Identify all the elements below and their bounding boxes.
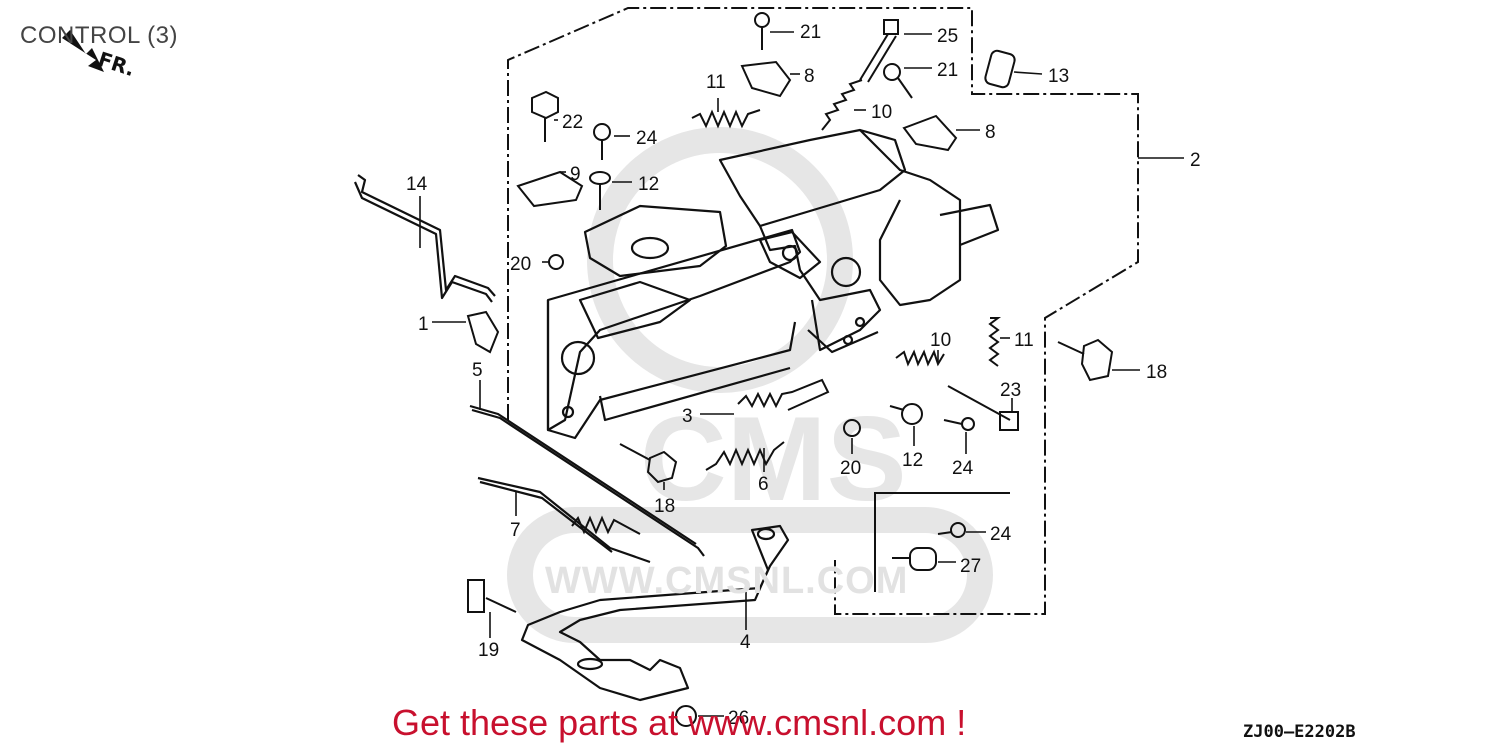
callout-12: 12 <box>638 174 659 195</box>
callout-5: 5 <box>472 360 483 381</box>
callout-11: 11 <box>706 72 726 93</box>
callout-4: 4 <box>740 632 751 653</box>
assembly-outline <box>507 7 1139 615</box>
callout-2: 2 <box>1190 150 1201 171</box>
promo-link[interactable]: Get these parts at www.cmsnl.com ! <box>392 702 967 743</box>
callout-24: 24 <box>952 458 974 479</box>
callout-13: 13 <box>1048 66 1069 87</box>
callout-14: 14 <box>406 174 428 195</box>
callout-23: 23 <box>1000 380 1021 401</box>
callout-24: 24 <box>636 128 658 149</box>
sub-assembly-outline <box>874 492 1010 592</box>
callout-22: 22 <box>562 112 583 133</box>
callout-19: 19 <box>478 640 499 661</box>
callout-3: 3 <box>682 406 693 427</box>
callout-labels: 21 25 13 21 8 11 10 8 22 24 2 14 9 12 20… <box>406 22 1201 729</box>
callout-20: 20 <box>840 458 861 479</box>
callout-25: 25 <box>937 26 958 47</box>
callout-8: 8 <box>985 122 996 143</box>
svg-text:CMS: CMS <box>640 392 907 526</box>
callout-26: 26 <box>728 708 749 729</box>
control-bracket <box>546 128 1000 440</box>
callout-10: 10 <box>930 330 951 351</box>
watermark-text: WWW.CMSNL.COM <box>545 560 909 602</box>
callout-11: 11 <box>1014 330 1034 351</box>
callout-24: 24 <box>990 524 1012 545</box>
callout-10: 10 <box>871 102 892 123</box>
watermark-cms: CMS <box>640 392 907 526</box>
front-direction-arrow <box>62 30 104 72</box>
throttle-lever <box>520 524 790 702</box>
springs <box>571 79 1001 535</box>
callout-18: 18 <box>1146 362 1167 383</box>
diagram-code: ZJ00—E2202B <box>1243 722 1356 742</box>
callout-21: 21 <box>800 22 821 43</box>
callout-18: 18 <box>654 496 675 517</box>
callout-21: 21 <box>937 60 958 81</box>
callout-1: 1 <box>418 314 429 335</box>
leader-lines <box>419 31 1184 717</box>
callout-12: 12 <box>902 450 923 471</box>
callout-20: 20 <box>510 254 531 275</box>
diagram-title: CONTROL (3) <box>20 22 178 49</box>
callout-27: 27 <box>960 556 981 577</box>
callout-7: 7 <box>510 520 521 541</box>
callout-8: 8 <box>804 66 815 87</box>
callout-9: 9 <box>570 164 581 185</box>
callout-6: 6 <box>758 474 769 495</box>
fasteners <box>466 12 1114 727</box>
